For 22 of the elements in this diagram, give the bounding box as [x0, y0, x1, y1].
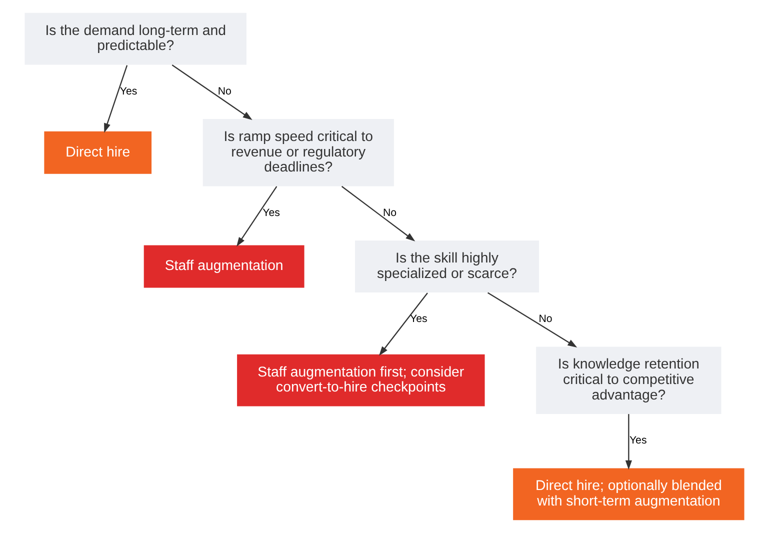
node-box: Is the skill highly specialized or scarce? — [354, 240, 539, 292]
arrow — [104, 65, 128, 133]
arrow — [378, 292, 428, 356]
edge-label: Yes — [628, 434, 646, 447]
node-box: Staff augmentation first; consider convert-to-hire checkpoints — [236, 354, 484, 406]
node-box: Is the demand long-term and predictable? — [24, 12, 246, 65]
edge-label: Yes — [119, 86, 137, 98]
node-box: Is ramp speed critical to revenue or regulatory deadlines? — [202, 119, 394, 186]
arrow — [171, 64, 252, 120]
edge-label: No — [217, 86, 231, 98]
node-box: Staff augmentation — [143, 245, 304, 288]
node-box: Direct hire; optionally blended with short-term augmentation — [512, 468, 744, 520]
arrow — [236, 186, 277, 247]
node-box: Is knowledge retention critical to competitive advantage? — [536, 346, 721, 414]
edge-label: No — [382, 207, 396, 220]
edge-label: Yes — [410, 313, 427, 326]
arrow — [624, 414, 632, 470]
edge-label: No — [538, 313, 552, 326]
arrow — [486, 292, 577, 348]
node-box: Direct hire — [44, 131, 152, 174]
arrow — [340, 186, 415, 242]
edge-label: Yes — [262, 207, 280, 220]
